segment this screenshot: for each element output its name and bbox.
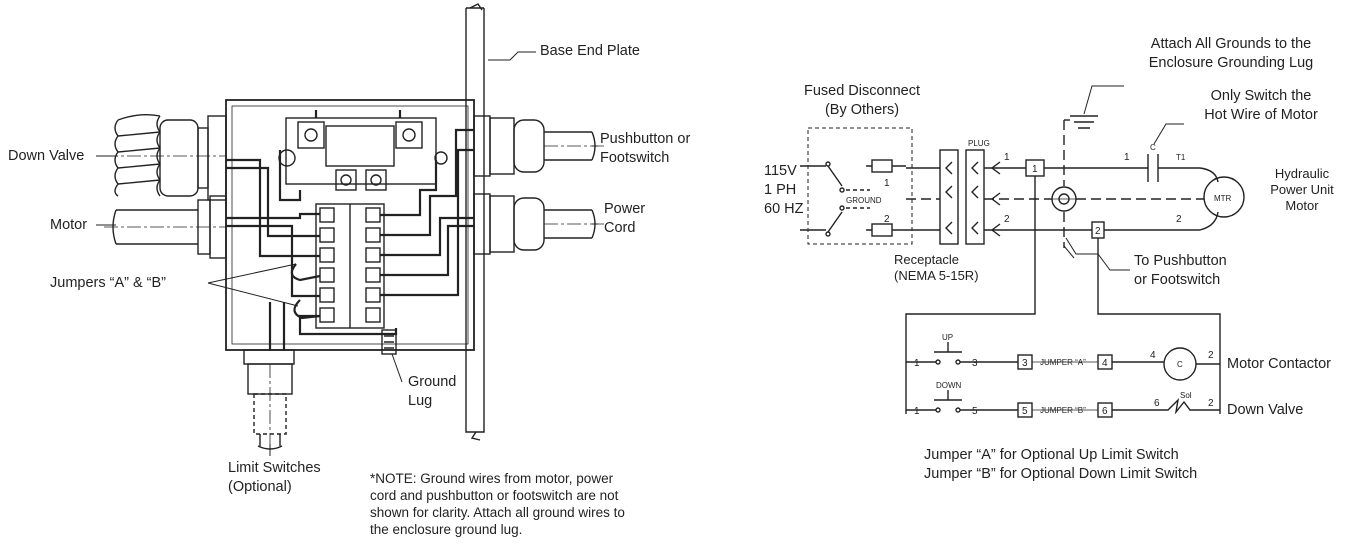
fused-disconnect-label-1: Fused Disconnect [803, 83, 921, 99]
ctl-num-4: 4 [1150, 350, 1156, 361]
center-lines [104, 145, 604, 452]
down-valve-label: Down Valve [8, 148, 85, 164]
down-valve-fitting [114, 113, 227, 201]
down-tag: DOWN [936, 381, 962, 390]
wire-num-2a: 2 [884, 214, 890, 225]
internal-wiring [226, 110, 474, 350]
ground-note: *NOTE: Ground wires from motor, power co… [370, 470, 625, 538]
only-switch-label-1: Only Switch the [1210, 88, 1312, 104]
ground-tag: GROUND [846, 196, 882, 205]
ground-arrow [990, 192, 1001, 206]
wire-num-1c: 1 [1124, 152, 1130, 163]
ctl-num-1a: 1 [914, 358, 920, 369]
contact-c-tag: C [1150, 143, 1156, 152]
receptacle-label-2: (NEMA 5-15R) [894, 268, 979, 283]
ground-lug-label-2: Lug [408, 393, 433, 409]
frequency-label: 60 HZ [764, 201, 804, 217]
attach-grounds-label-1: Attach All Grounds to the [1150, 36, 1312, 52]
fused-disconnect-box [800, 127, 913, 245]
ctl-box-4: 4 [1102, 358, 1108, 369]
earth-ground-icon [1064, 115, 1098, 129]
jumper-b-tag: JUMPER “B” [1040, 406, 1086, 415]
pushbutton-label-2: Footswitch [600, 150, 670, 166]
contactor-drawing [278, 117, 448, 191]
note-line-2: cord and pushbutton or footswitch are no… [370, 488, 619, 503]
hydraulic-label-3: Motor [1285, 198, 1319, 213]
terminal-num-2: 2 [1095, 226, 1101, 237]
only-switch-label-2: Hot Wire of Motor [1204, 107, 1318, 123]
neutral-wire [906, 211, 1219, 237]
note-line-3: shown for clarity. Attach all ground wir… [370, 505, 625, 520]
ctl-num-2a: 2 [1208, 350, 1214, 361]
jumper-a-note: Jumper “A” for Optional Up Limit Switch [924, 447, 1179, 463]
ctl-box-5: 5 [1022, 406, 1028, 417]
receptacle-drawing [939, 149, 959, 245]
note-line-4: the enclosure ground lug. [370, 522, 523, 537]
note-line-1: *NOTE: Ground wires from motor, power [370, 471, 614, 486]
ctl-num-2b: 2 [1208, 398, 1214, 409]
leader-lines-left [96, 51, 598, 456]
mtr-tag: MTR [1214, 194, 1232, 203]
fused-disconnect-label-2: (By Others) [824, 102, 900, 118]
contactor-c-tag: C [1177, 360, 1183, 369]
base-end-plate-label: Base End Plate [540, 43, 640, 59]
motor-symbol [1203, 176, 1245, 218]
ctl-box-3: 3 [1022, 358, 1028, 369]
jumpers-label: Jumpers “A” & “B” [50, 275, 167, 291]
ctl-num-1b: 1 [914, 406, 920, 417]
leader-lines-right [1063, 85, 1184, 271]
phase-label: 1 PH [764, 182, 797, 198]
to-pushbutton-label-1: To Pushbutton [1134, 253, 1227, 269]
control-circuit [905, 176, 1221, 418]
t1-tag: T1 [1176, 153, 1186, 162]
base-end-plate-drawing [465, 3, 485, 441]
pushbutton-label-1: Pushbutton or [600, 131, 691, 147]
power-cord-label-2: Cord [604, 220, 636, 236]
limit-switches-label-1: Limit Switches [228, 460, 321, 476]
down-valve-right-label: Down Valve [1227, 402, 1304, 418]
ground-wire [906, 120, 1204, 248]
drawing-small-text: 1 2 1 2 1 2 1 2 1 1 3 5 3 5 4 6 4 6 2 2 … [846, 139, 1232, 417]
ctl-box-6: 6 [1102, 406, 1108, 417]
sol-tag: Sol [1180, 391, 1192, 400]
up-tag: UP [942, 333, 953, 342]
receptacle-label-1: Receptacle [894, 252, 960, 267]
hot-wire [906, 154, 1219, 183]
motor-label: Motor [50, 217, 88, 233]
attach-grounds-label-2: Enclosure Grounding Lug [1148, 55, 1314, 71]
ctl-num-3: 3 [972, 358, 978, 369]
power-cord-label-1: Power [604, 201, 646, 217]
terminal-strip [315, 203, 385, 329]
terminal-num-1: 1 [1032, 164, 1038, 175]
ground-lug-drawing [381, 329, 397, 355]
limit-switches-label-2: (Optional) [228, 479, 292, 495]
to-pushbutton-label-2: or Footswitch [1134, 272, 1221, 288]
ground-lug-label-1: Ground [408, 374, 457, 390]
limit-switch-fitting [243, 349, 295, 450]
wire-num-1a: 1 [884, 178, 890, 189]
ctl-num-5: 5 [972, 406, 978, 417]
plug-drawing [965, 149, 985, 245]
wire-num-1b: 1 [1004, 152, 1010, 163]
jumper-b-note: Jumper “B” for Optional Down Limit Switc… [924, 466, 1198, 482]
voltage-label: 115V [764, 163, 797, 179]
motor-contactor-label: Motor Contactor [1227, 356, 1331, 372]
hydraulic-label-1: Hydraulic [1274, 166, 1330, 181]
ctl-num-6: 6 [1154, 398, 1160, 409]
wire-num-2c: 2 [1176, 214, 1182, 225]
plug-label: PLUG [968, 139, 990, 148]
wire-num-2b: 2 [1004, 214, 1010, 225]
hydraulic-label-2: Power Unit [1270, 182, 1334, 197]
jumper-a-tag: JUMPER “A” [1040, 358, 1086, 367]
